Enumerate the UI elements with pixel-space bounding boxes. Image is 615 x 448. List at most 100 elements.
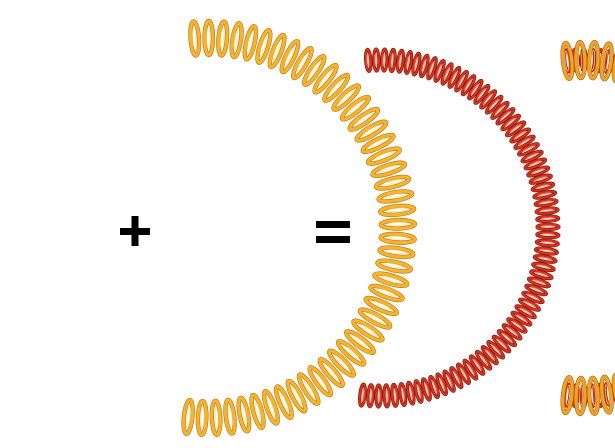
spring-outer-coil xyxy=(370,161,407,178)
spring-outer-coil xyxy=(262,389,280,425)
spring-inner-coil-highlight xyxy=(535,271,548,277)
spring-outer-coil xyxy=(375,259,413,274)
spring-outer-coil xyxy=(216,20,229,58)
spring-inner-coil-highlight xyxy=(540,248,553,253)
spring-inner-coil-highlight xyxy=(385,389,389,403)
spring-outer-coil xyxy=(308,365,333,397)
spring-inner-coil xyxy=(496,107,515,125)
spring-outer-coil-highlight xyxy=(382,179,402,186)
spring-outer-coil-highlight xyxy=(384,262,404,269)
spring-outer-coil xyxy=(336,339,366,367)
spring-inner-coil xyxy=(428,375,440,399)
spring-outer-coil-highlight xyxy=(254,401,262,421)
spring-outer-coil xyxy=(291,46,314,80)
spring-inner-coil xyxy=(518,298,541,312)
combined-spring xyxy=(560,39,615,417)
spring-inner-coil xyxy=(485,95,503,115)
spring-outer-coil-highlight xyxy=(228,406,233,427)
spring-inner-coil xyxy=(426,56,438,80)
spring-combined-coil-highlight xyxy=(604,384,610,405)
spring-outer-coil xyxy=(377,245,415,259)
spring-inner-coil-highlight xyxy=(531,168,545,174)
spring-inner-coil xyxy=(473,84,490,105)
spring-inner-coil xyxy=(475,350,492,371)
spring-outer-coil-highlight xyxy=(307,61,320,79)
spring-inner-coil-highlight xyxy=(541,224,555,228)
spring-inner-coil xyxy=(479,89,497,109)
spring-inner-coil xyxy=(505,121,526,137)
spring-inner-coil-highlight xyxy=(541,216,555,220)
spring-inner-coil-highlight xyxy=(377,389,381,403)
spring-inner-coil-highlight xyxy=(453,371,461,384)
spring-inner-coil-highlight xyxy=(460,367,468,380)
spring-outer-coil-highlight xyxy=(267,397,276,417)
spring-inner-coil-highlight xyxy=(541,232,555,236)
spring-inner-coil xyxy=(526,166,550,177)
spring-inner-coil xyxy=(454,70,469,92)
spring-outer-coil xyxy=(297,372,320,406)
spring-outer-coil-highlight xyxy=(388,221,408,226)
spring-outer-coil-highlight xyxy=(296,54,308,72)
spring-inner-coil-highlight xyxy=(537,264,550,269)
spring-outer-coil-highlight xyxy=(284,47,295,66)
spring-outer-coil xyxy=(302,54,326,87)
spring-outer-coil-highlight xyxy=(314,372,327,389)
spring-inner-coil-highlight xyxy=(507,327,518,336)
spring-outer-coil-highlight xyxy=(328,79,343,95)
spring-inner-coil xyxy=(513,135,536,150)
spring-outer-coil xyxy=(274,384,294,420)
spring-outer-coil-highlight xyxy=(246,33,253,53)
spring-outer-coil-highlight xyxy=(206,28,211,48)
spring-inner-coil-highlight xyxy=(509,124,521,133)
spring-combined-coil xyxy=(587,40,600,80)
spring-inner-coil xyxy=(364,48,372,73)
spring-inner-coil xyxy=(461,74,476,96)
spring-outer-coil xyxy=(249,393,266,430)
spring-outer-coil-highlight xyxy=(379,165,398,173)
spring-inner-coil-highlight xyxy=(361,388,365,402)
outer-spring xyxy=(181,18,418,438)
spring-outer-coil xyxy=(366,147,402,166)
spring-inner-coil-highlight xyxy=(485,349,495,360)
spring-outer-coil xyxy=(286,379,307,413)
spring-inner-coil-highlight xyxy=(443,67,450,80)
spring-inner-coil xyxy=(434,59,446,83)
spring-inner-coil-highlight xyxy=(424,383,430,396)
spring-inner-coil-highlight xyxy=(428,61,434,75)
spring-inner-coil-highlight xyxy=(538,256,552,261)
spring-inner-coil-highlight xyxy=(511,320,523,329)
equals-sign xyxy=(316,221,350,243)
spring-inner-coil xyxy=(535,239,560,247)
spring-inner-coil-highlight xyxy=(393,388,397,402)
spring-outer-coil-highlight xyxy=(338,90,354,105)
spring-inner-coil xyxy=(500,114,521,131)
spring-combined-coil-highlight xyxy=(565,384,571,406)
spring-inner-coil-highlight xyxy=(470,83,479,95)
spring-outer-coil xyxy=(379,218,417,231)
spring-outer-coil-highlight xyxy=(292,387,303,405)
spring-outer-coil-highlight xyxy=(355,112,372,125)
spring-inner-coil xyxy=(398,382,407,407)
spring-inner-coil xyxy=(497,329,517,347)
spring-inner-coil xyxy=(521,150,544,163)
spring-inner-coil-highlight xyxy=(529,160,542,167)
spring-combined-coil xyxy=(600,375,614,415)
spring-outer-coil-highlight xyxy=(374,151,393,160)
spring-inner-coil xyxy=(374,383,383,408)
spring-inner-coil-highlight xyxy=(457,75,465,87)
spring-inner-coil xyxy=(380,48,389,73)
spring-outer-coil xyxy=(230,21,244,59)
spring-inner-coil-highlight xyxy=(413,57,418,71)
spring-outer-coil-highlight xyxy=(259,36,267,56)
spring-combined-coil xyxy=(587,376,600,416)
spring-inner-coil xyxy=(366,383,375,408)
spring-outer-coil xyxy=(344,329,376,355)
spring-inner-coil-highlight xyxy=(525,152,538,160)
spring-outer-coil-highlight xyxy=(372,300,391,310)
spring-inner-coil xyxy=(532,190,557,200)
spring-inner-coil-highlight xyxy=(483,93,493,105)
spring-inner-coil-highlight xyxy=(514,131,526,139)
spring-inner-coil-highlight xyxy=(536,184,550,189)
